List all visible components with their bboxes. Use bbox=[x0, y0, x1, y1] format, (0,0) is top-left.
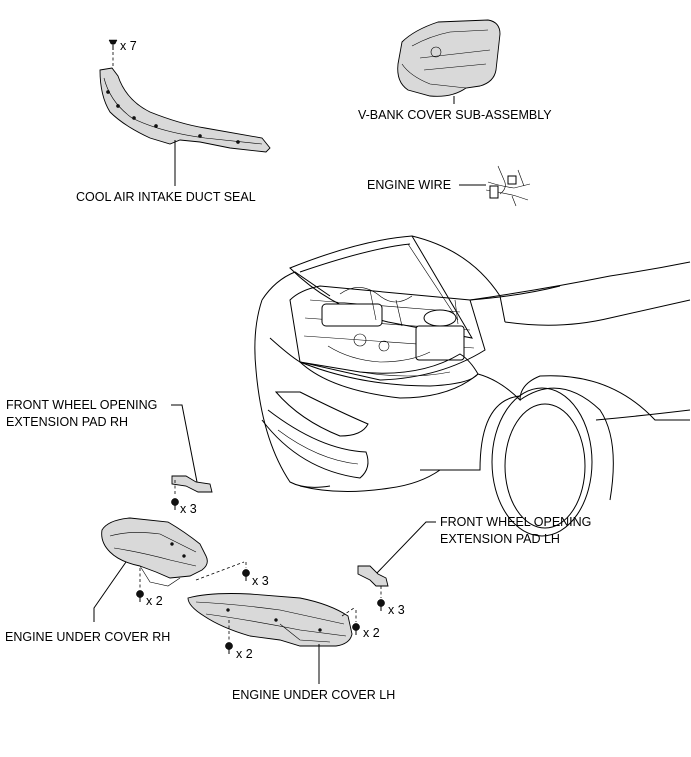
pad-lh-screw-qty: x 3 bbox=[388, 603, 405, 617]
pad-rh-screw-qty: x 3 bbox=[180, 502, 197, 516]
front-wheel-pad-lh-part: FRONT WHEEL OPENING EXTENSION PAD LH x 3 bbox=[357, 515, 591, 617]
bolt-icon bbox=[352, 623, 360, 635]
engine-under-cover-rh-label: ENGINE UNDER COVER RH bbox=[5, 630, 170, 644]
screw-icon bbox=[377, 599, 385, 611]
screw-icon bbox=[171, 498, 179, 510]
engine-wire-part: ENGINE WIRE bbox=[367, 165, 531, 207]
screw-icon bbox=[242, 569, 250, 581]
front-wheel-pad-lh-label-line2: EXTENSION PAD LH bbox=[440, 532, 560, 546]
clip-icon bbox=[108, 39, 118, 50]
bolt-icon bbox=[136, 590, 144, 602]
under-cover-lh-bolt-qty-right: x 2 bbox=[363, 626, 380, 640]
center-screw-group: x 3 bbox=[195, 561, 269, 588]
front-wheel-pad-lh-label-line1: FRONT WHEEL OPENING bbox=[440, 515, 591, 529]
engine-under-cover-lh-label: ENGINE UNDER COVER LH bbox=[232, 688, 395, 702]
front-wheel-pad-rh-label-line1: FRONT WHEEL OPENING bbox=[6, 398, 157, 412]
engine-under-cover-lh-part: x 2 x 2 ENGINE UNDER COVER LH bbox=[187, 593, 395, 702]
engine-wire-label: ENGINE WIRE bbox=[367, 178, 451, 192]
duct-seal-clip-qty: x 7 bbox=[120, 39, 137, 53]
engine-bay bbox=[289, 285, 486, 381]
bolt-icon bbox=[225, 642, 233, 654]
v-bank-cover-label: V-BANK COVER SUB-ASSEMBLY bbox=[358, 108, 552, 122]
front-wheel-pad-rh-part: FRONT WHEEL OPENING EXTENSION PAD RH x 3 bbox=[6, 398, 213, 516]
v-bank-cover-part: V-BANK COVER SUB-ASSEMBLY bbox=[358, 19, 552, 122]
cool-air-intake-duct-seal-label: COOL AIR INTAKE DUCT SEAL bbox=[76, 190, 256, 204]
vehicle-front-illustration bbox=[254, 235, 691, 537]
under-cover-rh-bolt-qty: x 2 bbox=[146, 594, 163, 608]
center-screw-qty: x 3 bbox=[252, 574, 269, 588]
cool-air-intake-duct-seal-part: x 7 COOL AIR INTAKE DUCT SEAL bbox=[76, 39, 271, 204]
front-wheel-pad-rh-label-line2: EXTENSION PAD RH bbox=[6, 415, 128, 429]
engine-under-cover-rh-part: x 2 ENGINE UNDER COVER RH bbox=[5, 517, 208, 644]
under-cover-lh-bolt-qty-left: x 2 bbox=[236, 647, 253, 661]
